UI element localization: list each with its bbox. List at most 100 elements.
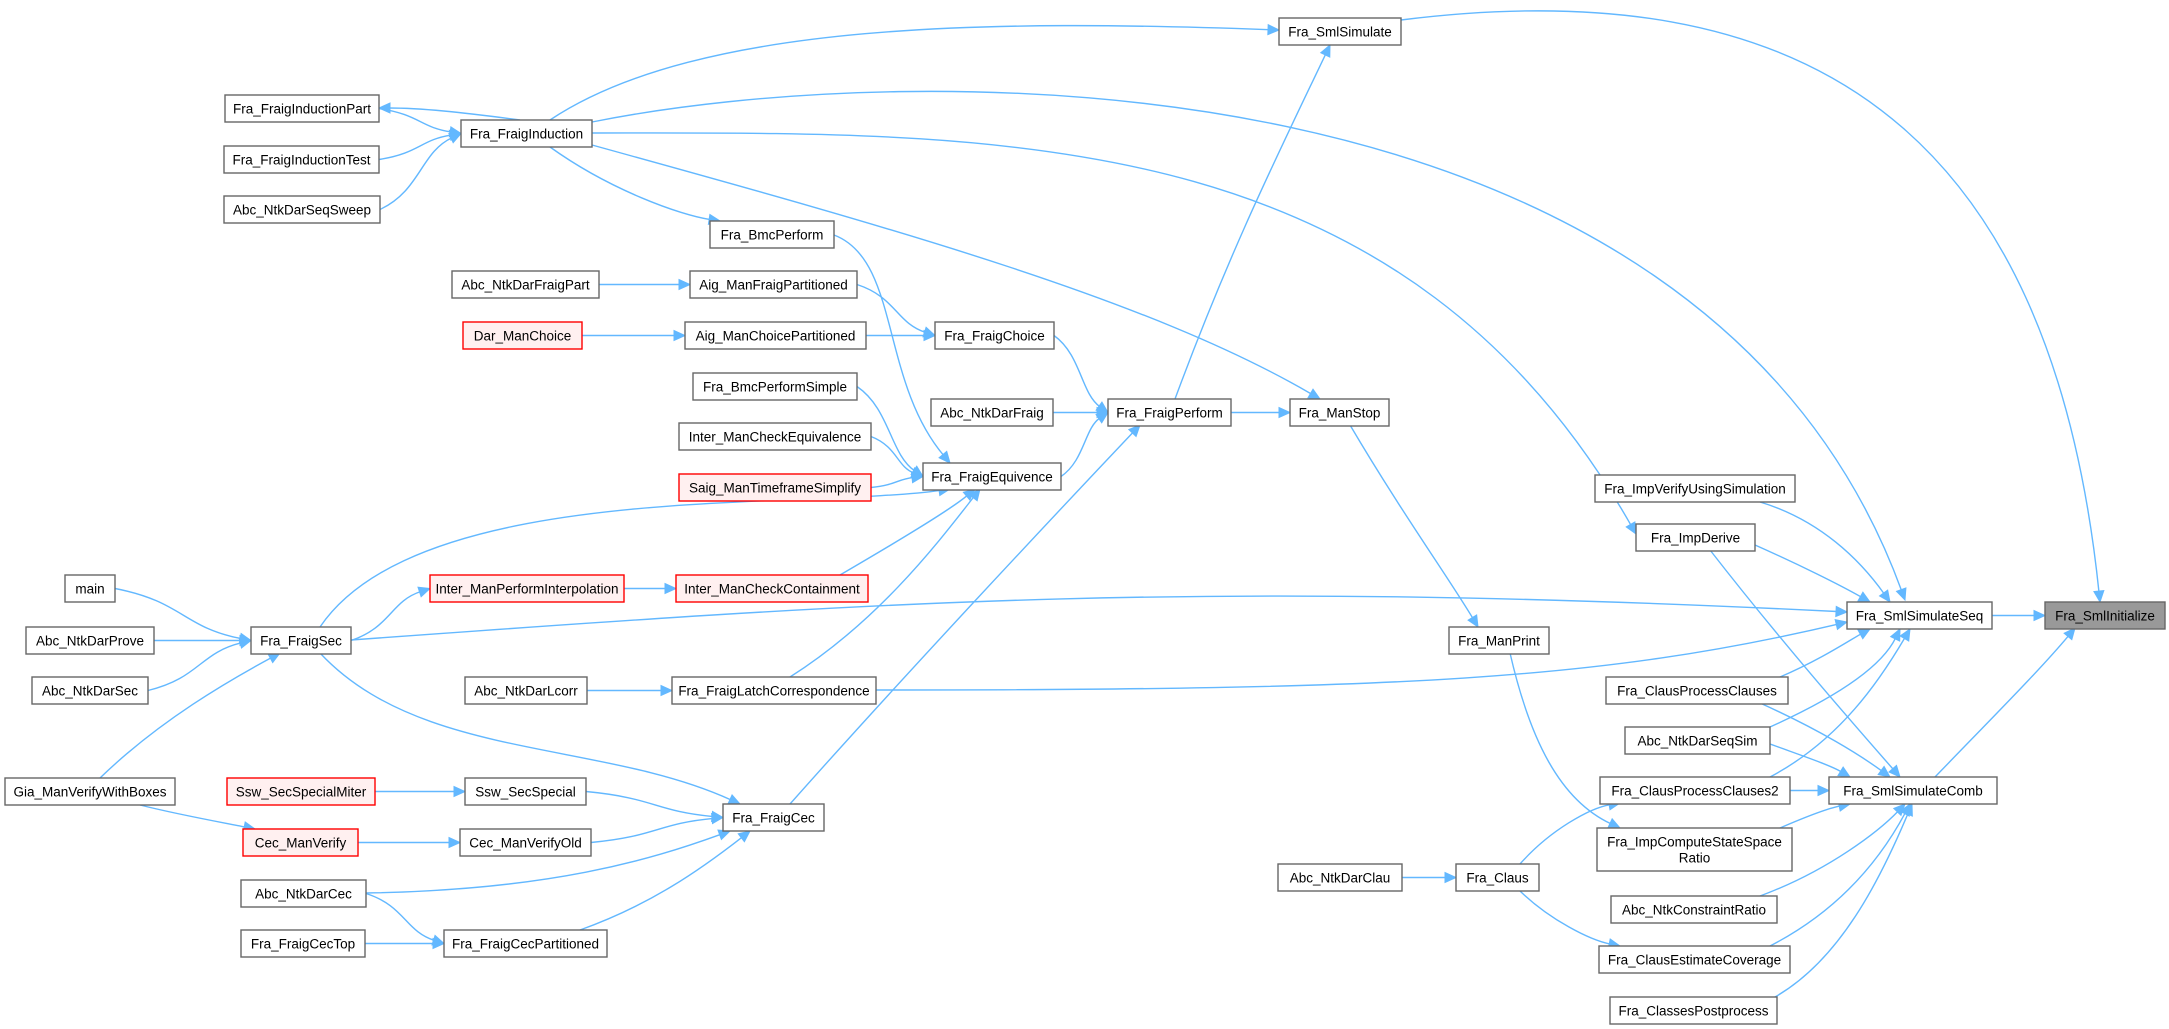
node-label: Abc_NtkDarFraigPart bbox=[461, 278, 590, 293]
node-fra-fraig-induction-test[interactable]: Fra_FraigInductionTest bbox=[223, 145, 380, 174]
edge-line bbox=[1519, 890, 1611, 945]
node-fra-bmc-perform-simple[interactable]: Fra_BmcPerformSimple bbox=[692, 372, 858, 401]
arrowhead-icon bbox=[1895, 587, 1907, 602]
node-fra-fraig-choice[interactable]: Fra_FraigChoice bbox=[934, 321, 1055, 350]
node-inter-man-perform-interpolation[interactable]: Inter_ManPerformInterpolation bbox=[429, 574, 625, 603]
node-label: Fra_Claus bbox=[1466, 871, 1529, 886]
edge-line bbox=[1779, 805, 1841, 829]
node-fra-claus-process-clauses[interactable]: Fra_ClausProcessClauses bbox=[1605, 676, 1789, 705]
node-box bbox=[1289, 398, 1390, 427]
node-ssw-sec-special[interactable]: Ssw_SecSpecial bbox=[464, 777, 587, 806]
node-fra-fraig-equivence[interactable]: Fra_FraigEquivence bbox=[922, 462, 1062, 491]
arrowhead-icon bbox=[910, 471, 925, 484]
node-dar-man-choice[interactable]: Dar_ManChoice bbox=[462, 321, 583, 350]
node-box bbox=[459, 828, 592, 857]
node-fra-fraig-cec[interactable]: Fra_FraigCec bbox=[722, 803, 825, 832]
node-label: Aig_ManFraigPartitioned bbox=[699, 278, 848, 293]
arrowhead-icon bbox=[1607, 817, 1622, 829]
edge-fra-imp-derive-to-fra-sml-simulate-comb bbox=[1709, 549, 1901, 778]
edge-line bbox=[1400, 10, 2100, 593]
arrowhead-icon bbox=[448, 132, 463, 144]
node-fra-sml-simulate[interactable]: Fra_SmlSimulate bbox=[1278, 17, 1402, 46]
edge-fra-fraig-cec-to-fra-fraig-perform bbox=[789, 424, 1141, 805]
node-abc-ntk-dar-fraig-part[interactable]: Abc_NtkDarFraigPart bbox=[451, 270, 600, 299]
node-main[interactable]: main bbox=[64, 574, 116, 603]
arrowhead-icon bbox=[417, 586, 432, 598]
arrowhead-icon bbox=[1857, 591, 1872, 603]
edge-fra-sml-simulate-to-fra-sml-initialize bbox=[1400, 10, 2105, 604]
node-inter-man-check-containment[interactable]: Inter_ManCheckContainment bbox=[675, 574, 869, 603]
node-fra-fraig-latch-correspondence[interactable]: Fra_FraigLatchCorrespondence bbox=[671, 676, 877, 705]
node-fra-bmc-perform[interactable]: Fra_BmcPerform bbox=[709, 220, 835, 249]
arrowhead-icon bbox=[664, 582, 678, 595]
node-abc-ntk-dar-lcorr[interactable]: Abc_NtkDarLcorr bbox=[464, 676, 588, 705]
node-fra-sml-initialize[interactable]: Fra_SmlInitialize bbox=[2044, 601, 2166, 630]
arrowhead-icon bbox=[432, 937, 446, 950]
node-cec-man-verify-old[interactable]: Cec_ManVerifyOld bbox=[459, 828, 592, 857]
node-fra-fraig-cec-top[interactable]: Fra_FraigCecTop bbox=[240, 929, 366, 958]
edge-fra-fraig-equivence-to-fra-fraig-perform bbox=[1060, 411, 1109, 478]
node-abc-ntk-dar-sec[interactable]: Abc_NtkDarSec bbox=[31, 676, 149, 705]
edge-fra-fraig-induction-part-to-fra-fraig-induction bbox=[378, 107, 463, 138]
edge-line bbox=[839, 494, 968, 576]
node-abc-ntk-constraint-ratio[interactable]: Abc_NtkConstraintRatio bbox=[1610, 895, 1778, 924]
arrowhead-icon bbox=[1467, 614, 1479, 629]
node-abc-ntk-dar-seq-sweep[interactable]: Abc_NtkDarSeqSweep bbox=[223, 195, 381, 224]
edge-fra-imp-derive-to-fra-sml-simulate-seq bbox=[1754, 544, 1872, 603]
arrowhead-icon bbox=[1837, 766, 1852, 778]
edge-line bbox=[591, 132, 1632, 526]
edge-abc-ntk-dar-lcorr-to-fra-fraig-latch-correspondence bbox=[587, 684, 674, 697]
node-fra-claus[interactable]: Fra_Claus bbox=[1455, 863, 1540, 892]
node-fra-imp-derive[interactable]: Fra_ImpDerive bbox=[1635, 523, 1756, 552]
edge-abc-ntk-dar-cec-to-fra-fraig-cec-partitioned bbox=[365, 892, 446, 946]
node-fra-man-print[interactable]: Fra_ManPrint bbox=[1448, 626, 1550, 655]
node-fra-fraig-induction[interactable]: Fra_FraigInduction bbox=[460, 119, 593, 148]
node-box bbox=[678, 422, 872, 451]
node-aig-man-choice-partitioned[interactable]: Aig_ManChoicePartitioned bbox=[684, 321, 867, 350]
arrowhead-icon bbox=[1278, 406, 1292, 419]
edge-fra-bmc-perform-to-fra-fraig-equivence bbox=[833, 234, 951, 464]
node-fra-fraig-sec[interactable]: Fra_FraigSec bbox=[250, 626, 352, 655]
node-ssw-sec-special-miter[interactable]: Ssw_SecSpecialMiter bbox=[226, 777, 376, 806]
node-abc-ntk-dar-cec[interactable]: Abc_NtkDarCec bbox=[240, 879, 367, 908]
node-fra-fraig-perform[interactable]: Fra_FraigPerform bbox=[1107, 398, 1232, 427]
node-abc-ntk-dar-prove[interactable]: Abc_NtkDarProve bbox=[25, 626, 155, 655]
edge-line bbox=[591, 90, 1903, 591]
node-abc-ntk-dar-seq-sim[interactable]: Abc_NtkDarSeqSim bbox=[1624, 726, 1771, 755]
node-fra-fraig-induction-part[interactable]: Fra_FraigInductionPart bbox=[224, 94, 380, 123]
node-fra-classes-postprocess[interactable]: Fra_ClassesPostprocess bbox=[1609, 996, 1778, 1025]
node-cec-man-verify[interactable]: Cec_ManVerify bbox=[242, 828, 359, 857]
edge-line bbox=[388, 107, 521, 121]
node-inter-man-check-equivalence[interactable]: Inter_ManCheckEquivalence bbox=[678, 422, 872, 451]
node-gia-man-verify-with-boxes[interactable]: Gia_ManVerifyWithBoxes bbox=[4, 777, 176, 806]
arrowhead-icon bbox=[727, 793, 742, 805]
node-label: Fra_FraigCecPartitioned bbox=[452, 937, 599, 952]
node-fra-claus-process-clauses2[interactable]: Fra_ClausProcessClauses2 bbox=[1599, 776, 1791, 805]
edge-line bbox=[1060, 417, 1101, 478]
edge-line bbox=[350, 595, 1838, 641]
edge-line bbox=[875, 623, 1838, 691]
node-box bbox=[443, 929, 608, 958]
node-abc-ntk-dar-clau[interactable]: Abc_NtkDarClau bbox=[1277, 863, 1403, 892]
node-abc-ntk-dar-fraig[interactable]: Abc_NtkDarFraig bbox=[930, 398, 1054, 427]
node-fra-fraig-cec-partitioned[interactable]: Fra_FraigCecPartitioned bbox=[443, 929, 608, 958]
node-box bbox=[31, 676, 149, 705]
node-label: main bbox=[75, 582, 104, 597]
node-fra-sml-simulate-comb[interactable]: Fra_SmlSimulateComb bbox=[1828, 776, 1998, 805]
node-label: Abc_NtkDarSeqSweep bbox=[233, 203, 371, 218]
edge-inter-man-check-equivalence-to-fra-fraig-equivence bbox=[870, 435, 925, 478]
edge-line bbox=[1769, 812, 1906, 947]
edge-line bbox=[350, 590, 421, 642]
node-aig-man-fraig-partitioned[interactable]: Aig_ManFraigPartitioned bbox=[689, 270, 858, 299]
node-fra-sml-simulate-seq[interactable]: Fra_SmlSimulateSeq bbox=[1846, 601, 1993, 630]
node-fra-imp-verify-using-simulation[interactable]: Fra_ImpVerifyUsingSimulation bbox=[1594, 474, 1796, 503]
node-fra-man-stop[interactable]: Fra_ManStop bbox=[1289, 398, 1390, 427]
node-fra-claus-estimate-coverage[interactable]: Fra_ClausEstimateCoverage bbox=[1598, 945, 1791, 974]
node-saig-man-timeframe-simplify[interactable]: Saig_ManTimeframeSimplify bbox=[678, 473, 872, 502]
edge-fra-classes-postprocess-to-fra-sml-simulate-comb bbox=[1774, 802, 1913, 998]
node-box bbox=[460, 119, 593, 148]
edge-line bbox=[1769, 637, 1906, 778]
node-label: Abc_NtkDarFraig bbox=[940, 406, 1044, 421]
arrowhead-icon bbox=[938, 450, 951, 464]
